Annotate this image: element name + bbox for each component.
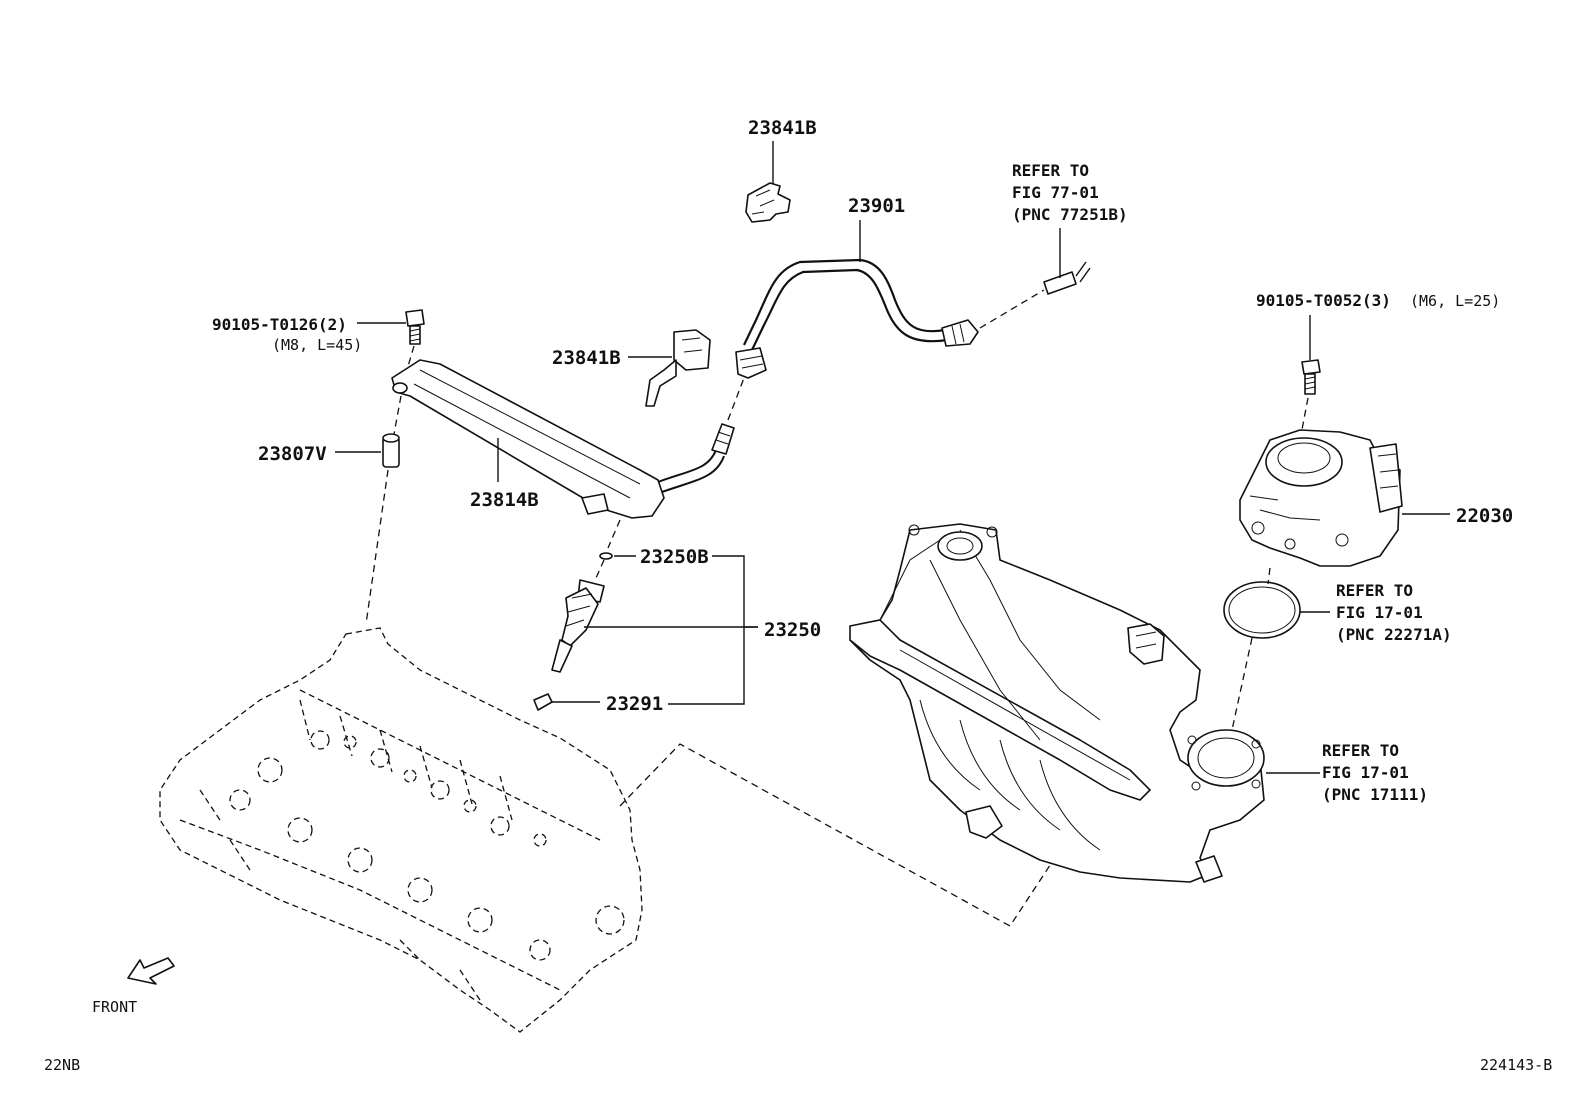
label-22030: 22030 bbox=[1456, 505, 1513, 527]
fuel-line-connector bbox=[1043, 261, 1091, 295]
clip-23841b-mid bbox=[645, 329, 711, 407]
label-23291: 23291 bbox=[606, 693, 663, 715]
dash-pipe-oring bbox=[607, 519, 621, 549]
fuel-injector-23250 bbox=[551, 579, 605, 673]
dash-pipe-spacer bbox=[393, 395, 402, 435]
bolt-90105-t0052 bbox=[1301, 359, 1321, 395]
refer-fuel-line-1: REFER TO bbox=[1012, 161, 1089, 180]
label-bolt-right: 90105-T0052(3) bbox=[1256, 291, 1391, 310]
code-left: 22NB bbox=[44, 1056, 80, 1074]
label-23841b-mid: 23841B bbox=[552, 347, 621, 369]
refer-manifold-2: FIG 17-01 bbox=[1322, 763, 1409, 782]
o-ring-23250b bbox=[599, 552, 613, 560]
intake-manifold bbox=[849, 523, 1265, 883]
front-arrow-icon bbox=[127, 957, 175, 985]
refer-gasket-2: FIG 17-01 bbox=[1336, 603, 1423, 622]
dash-pipe-to-hose bbox=[727, 377, 745, 421]
fuel-hose-23901 bbox=[735, 258, 979, 379]
label-bolt-left-spec: (M8, L=45) bbox=[272, 336, 362, 354]
fuel-delivery-pipe-23814b bbox=[391, 359, 735, 519]
label-23250b: 23250B bbox=[640, 546, 709, 568]
label-bolt-left: 90105-T0126(2) bbox=[212, 315, 347, 334]
refer-gasket-3: (PNC 22271A) bbox=[1336, 625, 1452, 644]
dash-head-manifold bbox=[619, 743, 1061, 927]
refer-manifold-3: (PNC 17111) bbox=[1322, 785, 1428, 804]
label-23807v: 23807V bbox=[258, 443, 327, 465]
bolt-90105-t0126 bbox=[405, 309, 425, 345]
refer-fuel-line-3: (PNC 77251B) bbox=[1012, 205, 1128, 224]
label-bolt-right-spec: (M6, L=25) bbox=[1410, 292, 1500, 310]
bracket-injector-assy bbox=[668, 555, 745, 705]
label-23250: 23250 bbox=[764, 619, 821, 641]
label-23814b: 23814B bbox=[470, 489, 539, 511]
dash-gasket-manifold bbox=[1231, 637, 1253, 731]
dash-throttle-gasket bbox=[1267, 567, 1271, 585]
label-front: FRONT bbox=[92, 998, 137, 1016]
throttle-body-22030 bbox=[1239, 429, 1403, 567]
label-23841b-top: 23841B bbox=[748, 117, 817, 139]
throttle-gasket bbox=[1223, 581, 1301, 639]
dash-spacer-head bbox=[365, 469, 389, 625]
label-23901: 23901 bbox=[848, 195, 905, 217]
cylinder-head-phantom bbox=[159, 627, 643, 1033]
dash-fuel-line bbox=[979, 289, 1045, 329]
refer-fuel-line-2: FIG 77-01 bbox=[1012, 183, 1099, 202]
insulator-23291 bbox=[533, 693, 553, 711]
spacer-23807v bbox=[382, 433, 400, 468]
refer-gasket-1: REFER TO bbox=[1336, 581, 1413, 600]
refer-manifold-1: REFER TO bbox=[1322, 741, 1399, 760]
clamp-23841b-top bbox=[745, 182, 791, 223]
code-right: 224143-B bbox=[1480, 1056, 1552, 1074]
dash-oring-injector bbox=[595, 559, 605, 579]
